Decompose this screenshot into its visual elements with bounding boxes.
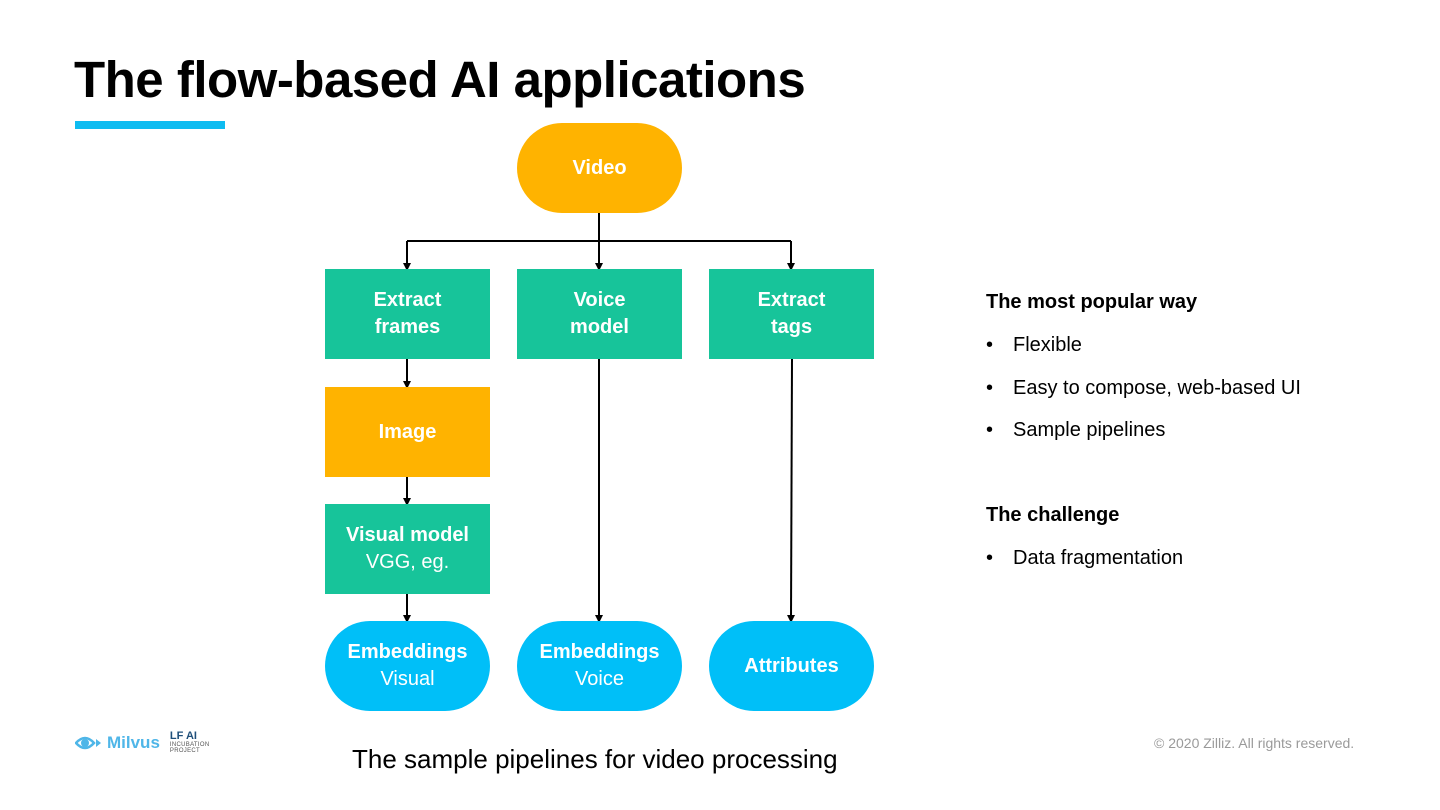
node-label: Image	[378, 420, 437, 443]
footer-logos: Milvus LF AI INCUBATION PROJECT	[75, 731, 209, 754]
node-image: Image	[325, 387, 490, 477]
node-label: Visual model	[345, 524, 469, 546]
node-label: Attributes	[744, 654, 839, 677]
section-heading-popular: The most popular way	[986, 291, 1198, 313]
node-label: frames	[374, 316, 441, 338]
bullet-icon: •	[986, 377, 994, 399]
node-attributes: Attributes	[709, 621, 874, 711]
node-sublabel: Visual	[380, 668, 435, 690]
list-item-text: Flexible	[1013, 334, 1082, 356]
milvus-logo-text: Milvus	[107, 732, 160, 752]
node-label: Extract	[757, 289, 826, 311]
bullet-icon: •	[986, 334, 994, 356]
node-sublabel: VGG, eg.	[365, 551, 450, 573]
node-label: Video	[572, 156, 627, 179]
node-label: model	[570, 316, 629, 338]
node-embeddings-visual: Embeddings Visual	[325, 621, 490, 711]
node-video: Video	[517, 123, 682, 213]
section-heading-challenge: The challenge	[986, 504, 1120, 526]
copyright-notice: © 2020 Zilliz. All rights reserved.	[1154, 735, 1355, 751]
node-label: Embeddings	[347, 641, 468, 663]
bullet-icon: •	[986, 547, 994, 569]
node-label: Voice	[573, 289, 626, 311]
list-item-text: Data fragmentation	[1013, 547, 1184, 569]
node-label: Extract	[373, 289, 442, 311]
node-label: Embeddings	[539, 641, 660, 663]
node-label: tags	[770, 316, 813, 338]
bullet-icon: •	[986, 419, 994, 441]
node-extract-frames: Extract frames	[325, 269, 490, 359]
node-extract-tags: Extract tags	[709, 269, 874, 359]
list-item-text: Easy to compose, web-based UI	[1013, 377, 1301, 399]
edge-tags-attributes	[787, 357, 796, 623]
node-visual-model: Visual model VGG, eg.	[325, 504, 490, 594]
lfai-logo: LF AI INCUBATION PROJECT	[169, 730, 210, 755]
node-embeddings-voice: Embeddings Voice	[517, 621, 682, 711]
title-underline	[75, 121, 225, 129]
milvus-eye-icon	[75, 736, 101, 749]
diagram-caption: The sample pipelines for video processin…	[352, 744, 838, 774]
node-sublabel: Voice	[575, 668, 624, 690]
lfai-sub1: INCUBATION	[169, 742, 210, 748]
node-voice-model: Voice model	[517, 269, 682, 359]
list-item-text: Sample pipelines	[1013, 419, 1166, 441]
lfai-text: LF AI	[169, 730, 197, 742]
slide-title: The flow-based AI applications	[74, 51, 806, 108]
lfai-sub2: PROJECT	[169, 748, 201, 754]
